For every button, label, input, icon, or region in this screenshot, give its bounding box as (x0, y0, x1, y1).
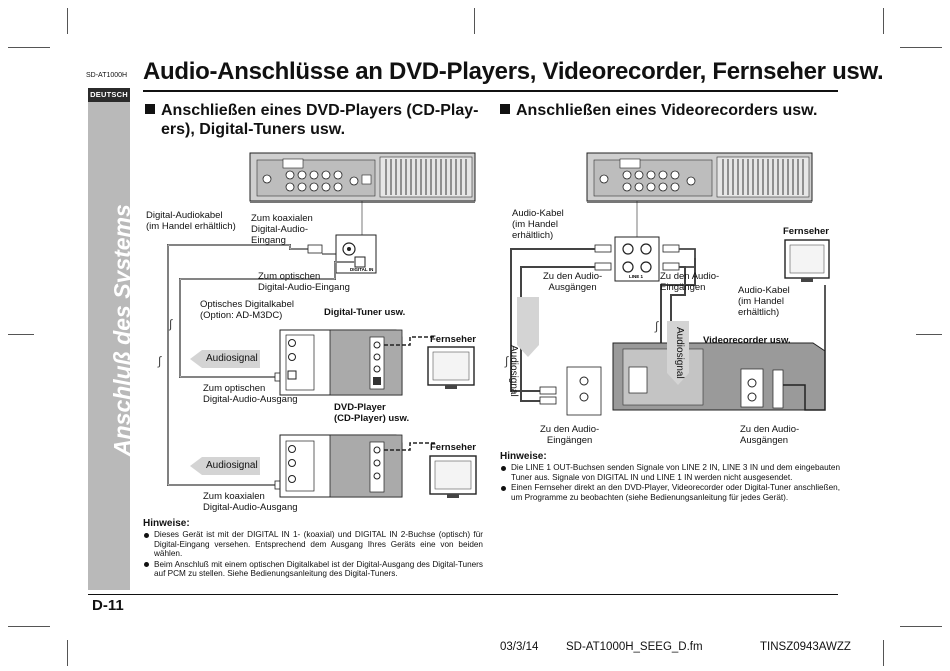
note-item: Beim Anschluß mit einem optischen Digita… (143, 560, 483, 579)
bullet-square-icon (145, 104, 155, 114)
audio-signal-arrow-2 (190, 457, 260, 475)
crop-mark (474, 8, 475, 34)
page-number: D-11 (92, 597, 124, 614)
left-connection-diagram: DIGITAL IN ∫ ∫ (157, 152, 477, 498)
tv-1-label: Fernseher (430, 334, 476, 345)
audio-inputs-label-bottom: Zu den Audio-Eingängen (540, 424, 600, 446)
television-1-icon (427, 346, 475, 389)
crop-mark (883, 640, 884, 666)
footer-file: SD-AT1000H_SEEG_D.fm (566, 641, 703, 653)
television-2-icon (429, 455, 477, 498)
crop-mark (8, 334, 34, 335)
model-code: SD-AT1000H (86, 72, 128, 79)
sidebar-title: Anschluß des Systems (109, 204, 135, 456)
sidebar (88, 88, 130, 590)
line-1-label: LINE 1 (629, 274, 644, 279)
tv-label: Fernseher (783, 226, 829, 237)
right-connection-diagram: LINE 1 ∫ ∫ (504, 152, 830, 416)
audio-signal-label-2: Audiosignal (206, 460, 258, 471)
right-section-heading: Anschließen eines Videorecorders usw. (500, 101, 840, 120)
footer-date: 03/3/14 (500, 641, 539, 653)
crop-mark (900, 626, 942, 627)
title-rule (143, 90, 838, 92)
digital-cable-label: Digital-Audiokabel(im Handel erhältlich) (146, 210, 236, 232)
bullet-square-icon (500, 104, 510, 114)
crop-mark (883, 8, 884, 34)
crop-mark (900, 47, 942, 48)
right-notes-list: Die LINE 1 OUT-Buchsen senden Signale vo… (500, 463, 840, 503)
line-1-jack-callout: LINE 1 (614, 236, 660, 282)
crop-mark (8, 626, 50, 627)
audio-input-box (539, 366, 602, 416)
crop-mark (67, 640, 68, 666)
note-item: Einen Fernseher direkt an den DVD-Player… (500, 483, 840, 502)
left-notes-list: Dieses Gerät ist mit der DIGITAL IN 1- (… (143, 530, 483, 580)
audio-inputs-label-top: Zu den Audio-Eingängen (660, 271, 720, 293)
tv-2-label: Fernseher (430, 442, 476, 453)
optical-cable-label: Optisches Digitalkabel(Option: AD-M3DC) (200, 299, 294, 321)
cable-break-mark: ∫ (654, 319, 659, 333)
receiver-unit (586, 152, 813, 203)
audio-signal-arrow-1 (190, 350, 260, 368)
audio-outputs-label-top: Zu den Audio-Ausgängen (543, 271, 603, 293)
dvd-player-label: DVD-Player(CD-Player) usw. (334, 402, 410, 424)
vcr-label: Videorecorder usw. (703, 335, 791, 346)
audio-signal-arrow-1 (517, 297, 539, 357)
crop-mark (916, 334, 942, 335)
audio-outputs-label-bottom: Zu den Audio-Ausgängen (740, 424, 800, 446)
cable-break-mark: ∫ (504, 354, 509, 368)
digital-tuner-label: Digital-Tuner usw. (324, 307, 406, 318)
bottom-rule (88, 594, 838, 595)
audio-signal-vertical-1: Audiosignal (508, 345, 519, 397)
dvd-player-unit (279, 434, 403, 498)
crop-mark (8, 47, 50, 48)
cable-break-mark: ∫ (157, 354, 162, 368)
receiver-unit (249, 152, 476, 203)
left-notes-heading: Hinweise: (143, 518, 190, 529)
footer-doc-code: TINSZ0943AWZZ (760, 641, 851, 653)
digital-in-label: DIGITAL IN (350, 267, 373, 272)
language-badge: DEUTSCH (88, 88, 130, 102)
audio-signal-arrow-2 (667, 321, 689, 385)
optical-jack-icon (354, 256, 366, 268)
left-section-heading: Anschließen eines DVD-Players (CD-Play- … (145, 101, 485, 139)
crop-mark (67, 8, 68, 34)
vcr-unit (612, 342, 826, 411)
note-item: Dieses Gerät ist mit der DIGITAL IN 1- (… (143, 530, 483, 559)
right-notes-heading: Hinweise: (500, 451, 547, 462)
digital-tuner-unit (279, 329, 403, 396)
television-icon (784, 239, 830, 282)
note-item: Die LINE 1 OUT-Buchsen senden Signale vo… (500, 463, 840, 482)
cable-break-mark: ∫ (168, 317, 173, 331)
audio-signal-label-1: Audiosignal (206, 353, 258, 364)
audio-signal-vertical-2: Audiosignal (674, 327, 685, 379)
page-title: Audio-Anschlüsse an DVD-Players, Videore… (143, 58, 884, 85)
